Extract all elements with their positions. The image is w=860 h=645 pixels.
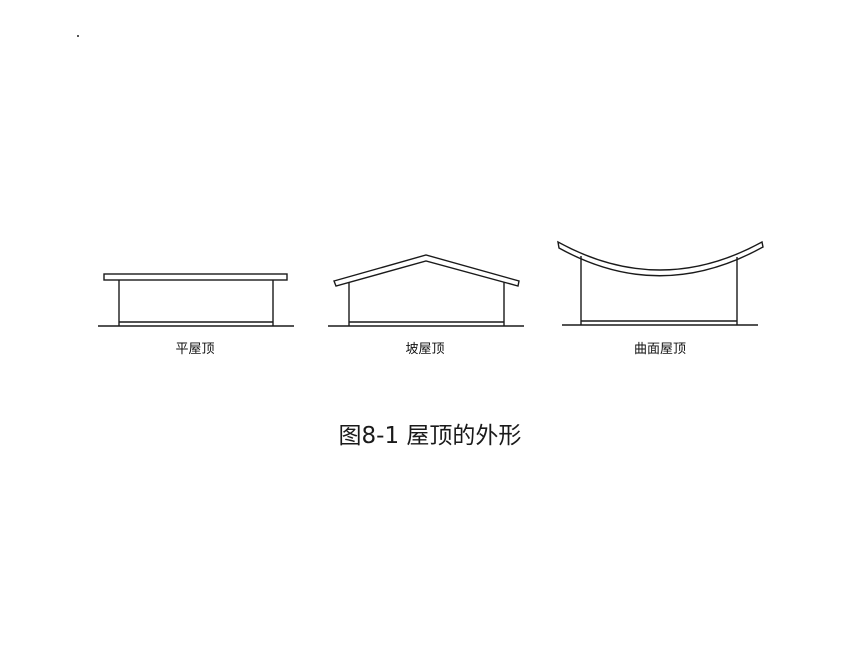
sloped-roof-slab	[333, 254, 520, 287]
flat-roof-label: 平屋顶	[175, 342, 215, 357]
sloped-roof-drawing	[328, 254, 524, 327]
figure-caption: 图8-1 屋顶的外形	[338, 423, 522, 449]
flat-roof-drawing	[98, 273, 294, 327]
curved-roof-slab	[557, 240, 764, 277]
sloped-roof-label: 坡屋顶	[405, 342, 445, 357]
flat-roof-slab	[103, 273, 288, 281]
curved-roof-label: 曲面屋顶	[633, 342, 686, 357]
curved-roof-drawing	[557, 240, 764, 326]
stray-dot	[77, 35, 79, 37]
